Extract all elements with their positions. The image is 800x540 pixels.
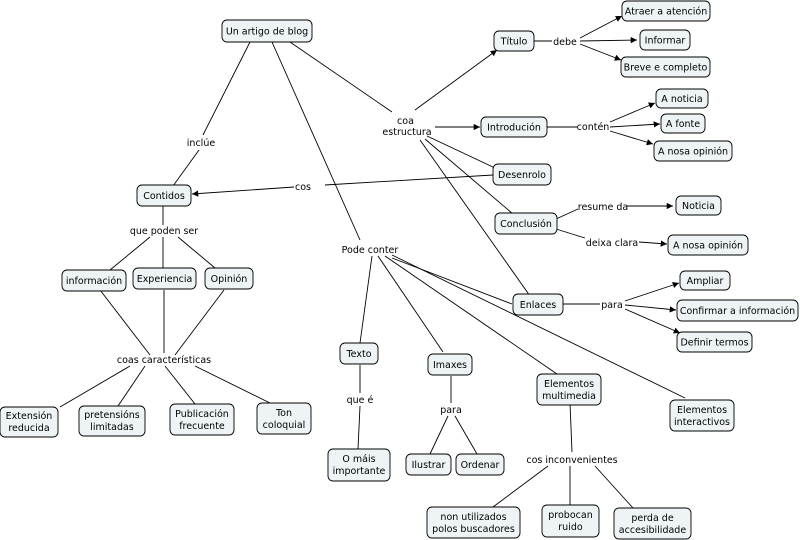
concept-conclusion[interactable]: Conclusión [494, 212, 558, 235]
link-inconvenientes: cos inconvenientes [526, 455, 617, 466]
concept-definir[interactable]: Definir termos [676, 331, 753, 353]
link-estructura: coa estructura [382, 116, 431, 138]
svg-text:A nosa opinión: A nosa opinión [658, 147, 728, 158]
svg-text:A noticia: A noticia [661, 94, 702, 105]
concept-a-nosa-opinion-2[interactable]: A nosa opinión [667, 234, 749, 256]
svg-text:Confirmar a información: Confirmar a información [680, 306, 795, 317]
svg-text:Imaxes: Imaxes [433, 360, 467, 371]
svg-text:Informar: Informar [645, 36, 686, 47]
concept-breve[interactable]: Breve e completo [620, 56, 711, 78]
concept-ilustrar[interactable]: Ilustrar [405, 453, 452, 476]
svg-text:A fonte: A fonte [666, 119, 700, 130]
svg-text:Título: Título [500, 37, 528, 48]
concept-atraer[interactable]: Atraer a atención [621, 0, 711, 22]
concept-informar[interactable]: Informar [639, 29, 691, 51]
link-pode-conter: Pode conter [342, 245, 399, 256]
concept-a-fonte[interactable]: A fonte [660, 113, 706, 134]
concept-blog[interactable]: Un artigo de blog [221, 19, 313, 43]
svg-text:Atraer a atención: Atraer a atención [625, 7, 708, 18]
svg-text:Ampliar: Ampliar [687, 276, 724, 287]
svg-text:Noticia: Noticia [682, 201, 715, 212]
svg-text:Contidos: Contidos [143, 191, 185, 202]
linking-phrases: inclúe coa estructura Pode conter debe c… [117, 37, 638, 466]
concept-ordenar[interactable]: Ordenar [455, 453, 505, 476]
concept-noticia[interactable]: Noticia [675, 195, 722, 216]
concept-imaxes[interactable]: Imaxes [427, 353, 473, 376]
svg-text:Enlaces: Enlaces [520, 300, 557, 311]
link-cos: cos [295, 182, 311, 193]
concept-introducion[interactable]: Introdución [480, 116, 548, 138]
link-que-e: que é [347, 395, 374, 406]
svg-text:Texto: Texto [345, 349, 371, 360]
svg-text:Experiencia: Experiencia [137, 274, 193, 285]
concept-informacion[interactable]: información [61, 269, 127, 292]
concept-confirmar[interactable]: Confirmar a información [676, 299, 799, 322]
svg-text:Introdución: Introdución [487, 123, 541, 134]
svg-text:Conclusión: Conclusión [500, 219, 552, 230]
svg-text:información: información [66, 276, 122, 287]
connections [59, 15, 686, 509]
svg-text:Ilustrar: Ilustrar [412, 460, 446, 471]
concept-experiencia[interactable]: Experiencia [132, 267, 197, 290]
link-inclue: inclúe [187, 138, 216, 149]
concept-texto[interactable]: Texto [339, 342, 379, 365]
link-que-poden-ser: que poden ser [130, 226, 198, 237]
link-deixa-clara: deixa clara [586, 238, 638, 249]
svg-text:Desenrolo: Desenrolo [498, 170, 546, 181]
link-para-imaxes: para [440, 405, 462, 416]
link-caracteristicas: coas características [117, 355, 211, 366]
svg-text:Opinión: Opinión [211, 274, 248, 285]
link-resume-da: resume da [578, 202, 628, 213]
concept-contidos[interactable]: Contidos [136, 184, 192, 207]
svg-text:Definir termos: Definir termos [680, 338, 748, 349]
svg-text:Ordenar: Ordenar [461, 460, 500, 471]
concept-a-nosa-opinion[interactable]: A nosa opinión [653, 140, 733, 162]
svg-text:Un artigo de blog: Un artigo de blog [226, 27, 308, 38]
svg-text:A nosa opinión: A nosa opinión [673, 241, 743, 252]
link-conten: contén [577, 122, 610, 133]
concept-opinion[interactable]: Opinión [204, 267, 254, 290]
link-debe: debe [553, 37, 577, 48]
concept-a-noticia[interactable]: A noticia [655, 88, 709, 109]
concept-ampliar[interactable]: Ampliar [679, 270, 731, 291]
concept-desenrolo[interactable]: Desenrolo [492, 163, 552, 186]
link-para-enlaces: para [601, 300, 623, 311]
svg-text:Breve e completo: Breve e completo [624, 63, 708, 74]
concept-titulo[interactable]: Título [493, 30, 535, 52]
concept-enlaces[interactable]: Enlaces [512, 293, 564, 316]
